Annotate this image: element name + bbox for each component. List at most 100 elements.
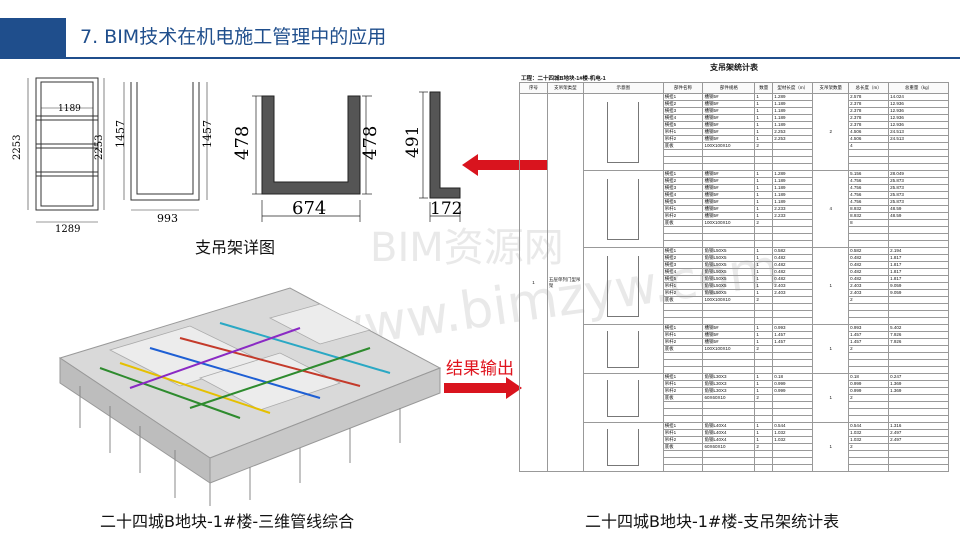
hanger-qty-cell: 4 (812, 170, 850, 248)
table-cell: 100X100X10 (702, 219, 756, 227)
table-cell: 1.032 (772, 429, 814, 437)
table-cell (772, 240, 814, 248)
table-cell: 槽钢5# (702, 191, 756, 199)
table-cell (702, 317, 756, 325)
building-3d-model (58, 287, 442, 506)
channel-section-drawing (252, 95, 372, 222)
table-header-cell: 总长度（m） (848, 82, 890, 94)
table-cell: 100X100X10 (702, 296, 756, 304)
table-cell (848, 366, 890, 374)
table-cell: 4.756 (848, 198, 890, 206)
table-cell: 1.457 (772, 331, 814, 339)
table-cell: 横担2 (662, 254, 704, 262)
table-cell: 横担1 (662, 422, 704, 430)
table-cell: 1 (754, 289, 774, 297)
table-cell: 底板 (662, 394, 704, 402)
frame2-bottom-dim: 993 (157, 212, 178, 225)
table-cell: 2 (754, 345, 774, 353)
table-cell: 1 (754, 436, 774, 444)
table-cell: 1 (754, 331, 774, 339)
table-cell: 2.253 (772, 128, 814, 136)
table-cell (888, 366, 949, 374)
table-cell (702, 240, 756, 248)
table-cell (772, 394, 814, 402)
table-cell (702, 408, 756, 416)
table-cell: 槽钢5# (702, 121, 756, 129)
table-row (520, 457, 949, 465)
table-cell: 角钢L40X4 (702, 422, 756, 430)
table-cell (772, 156, 814, 164)
table-cell (662, 464, 704, 472)
table-cell: 0.582 (772, 247, 814, 255)
sketch-cell (582, 170, 664, 248)
table-cell (662, 415, 704, 423)
table-cell (772, 303, 814, 311)
table-cell (754, 156, 774, 164)
frame1-bottom-dim: 1289 (55, 224, 80, 235)
table-cell (702, 156, 756, 164)
table-cell: 2.233 (772, 212, 814, 220)
table-cell: 2.497 (888, 436, 949, 444)
table-cell: 吊杆2 (662, 289, 704, 297)
table-cell (888, 219, 949, 227)
table-cell: 2 (754, 296, 774, 304)
sketch-frame (607, 379, 640, 417)
table-cell (888, 415, 949, 423)
table-cell (848, 149, 890, 157)
header-underline (0, 57, 960, 59)
table-cell (702, 310, 756, 318)
table-cell: 25.873 (888, 191, 949, 199)
table-cell: 4.756 (848, 191, 890, 199)
table-cell: 2.403 (772, 282, 814, 290)
frame1-right-dim: 2253 (94, 135, 105, 160)
table-header-cell: 支吊架数量 (812, 82, 850, 94)
table-cell (888, 233, 949, 241)
table-cell (848, 464, 890, 472)
table-header-cell: 支吊架类型 (546, 82, 584, 94)
frame1-top-dim: 1189 (58, 104, 81, 114)
table-cell (848, 450, 890, 458)
table-cell: 7.926 (888, 331, 949, 339)
table-cell: 4 (848, 142, 890, 150)
table-cell (702, 464, 756, 472)
table-cell (848, 233, 890, 241)
table-cell: 角钢L30X3 (702, 373, 756, 381)
sketch-cell (582, 422, 664, 472)
table-cell (754, 352, 774, 360)
table-cell: 吊杆1 (662, 331, 704, 339)
table-cell (772, 359, 814, 367)
table-cell: 槽钢5# (702, 93, 756, 101)
table-cell: 2 (754, 443, 774, 451)
table-cell: 1.189 (772, 198, 814, 206)
table-cell (702, 450, 756, 458)
table-cell: 12.936 (888, 121, 949, 129)
table-cell: 槽钢5# (702, 338, 756, 346)
table-cell: 角钢L50X5 (702, 282, 756, 290)
table-cell: 0.482 (772, 254, 814, 262)
table-cell: 5.156 (848, 170, 890, 178)
table-cell: 1.189 (772, 191, 814, 199)
table-cell: 1 (754, 429, 774, 437)
table-cell: 1 (754, 128, 774, 136)
table-cell: 0.482 (772, 268, 814, 276)
table-cell: 1 (754, 170, 774, 178)
table-header-cell: 总重量（kg） (888, 82, 949, 94)
sketch-frame (607, 255, 640, 317)
table-cell (888, 401, 949, 409)
table-cell: 2.233 (772, 205, 814, 213)
table-cell: 横担1 (662, 247, 704, 255)
table-cell: 吊杆1 (662, 429, 704, 437)
table-cell (772, 142, 814, 150)
table-cell (888, 464, 949, 472)
table-cell (702, 226, 756, 234)
table-cell (888, 457, 949, 465)
table-cell: 1 (754, 100, 774, 108)
table-cell: 1.289 (772, 170, 814, 178)
table-cell: 槽钢5# (702, 331, 756, 339)
table-cell: 吊杆2 (662, 436, 704, 444)
table-cell (772, 163, 814, 171)
